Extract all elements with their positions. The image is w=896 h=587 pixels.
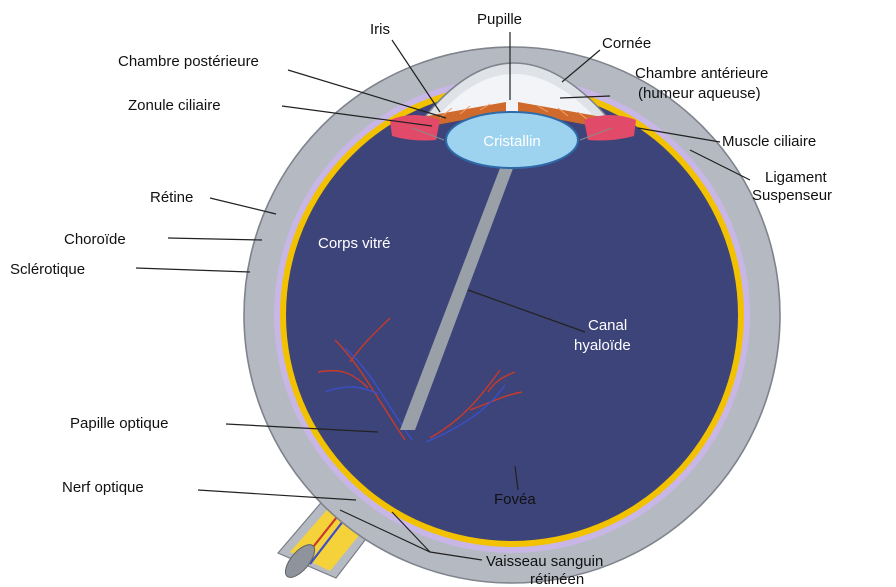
label-cornee: Cornée (602, 35, 651, 52)
label-nerf-optique: Nerf optique (62, 479, 144, 496)
label-ligament-2: Suspenseur (752, 187, 832, 204)
label-vaisseau-1: Vaisseau sanguin (486, 553, 603, 570)
label-chambre-anterieure-1: Chambre antérieure (635, 65, 768, 82)
label-muscle-ciliaire: Muscle ciliaire (722, 133, 816, 150)
label-zonule-ciliaire: Zonule ciliaire (128, 97, 221, 114)
ciliary-muscle-left (390, 115, 440, 141)
label-sclerotique: Sclérotique (10, 261, 85, 278)
label-chambre-posterieure: Chambre postérieure (118, 53, 259, 70)
label-choroide: Choroïde (64, 231, 126, 248)
label-chambre-anterieure-2: (humeur aqueuse) (638, 85, 761, 102)
label-corps-vitre: Corps vitré (318, 235, 391, 252)
label-fovea: Fovéa (494, 491, 536, 508)
label-canal-1: Canal (588, 317, 627, 334)
label-ligament-1: Ligament (765, 169, 828, 186)
label-vaisseau-2: rétinéen (530, 571, 584, 587)
label-papille-optique: Papille optique (70, 415, 168, 432)
label-pupille: Pupille (477, 11, 522, 28)
label-iris: Iris (370, 21, 390, 38)
label-canal-2: hyaloïde (574, 337, 631, 354)
ciliary-muscle-right (584, 115, 636, 141)
label-retine: Rétine (150, 189, 193, 206)
label-cristallin: Cristallin (483, 133, 541, 150)
